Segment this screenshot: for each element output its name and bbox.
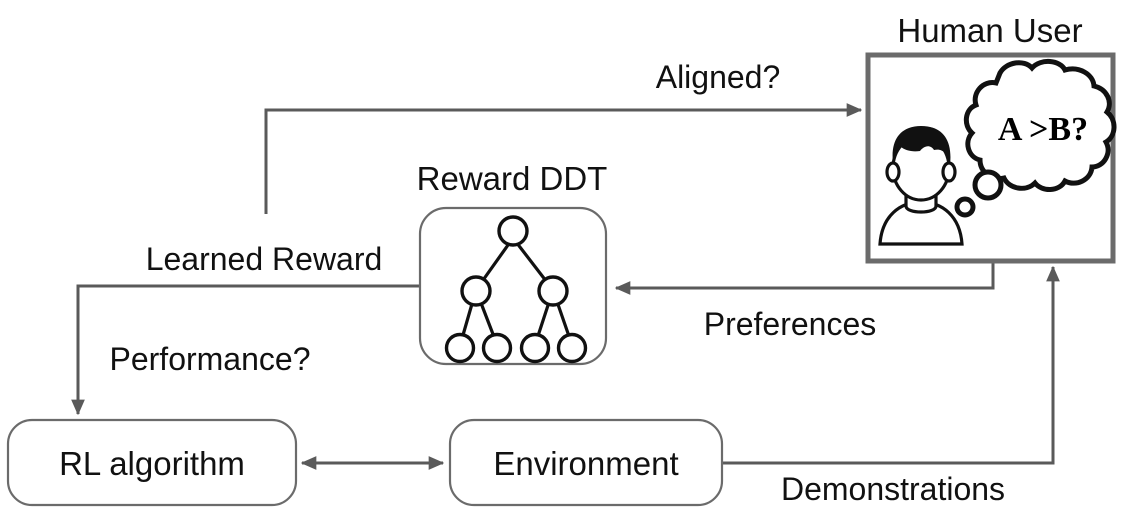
learned-reward-path xyxy=(71,284,420,416)
thought-bubble-icon: A >B? xyxy=(954,59,1117,218)
preferences-path xyxy=(614,263,995,295)
demonstrations-path xyxy=(722,265,1060,465)
thought-bubble-text: A >B? xyxy=(998,111,1088,148)
root-node-icon xyxy=(497,215,529,247)
leaf-node-2-icon xyxy=(481,332,513,364)
environment-node[interactable]: Environment xyxy=(448,418,724,507)
person-avatar-icon xyxy=(878,126,964,246)
demonstrations-edge xyxy=(722,265,1060,465)
performance-edge-label: Performance? xyxy=(110,341,311,377)
avatar-right-ear xyxy=(941,161,957,183)
left-internal-node-icon xyxy=(460,275,492,307)
aligned-path xyxy=(264,103,863,214)
bubble-small-2 xyxy=(954,196,976,218)
bubble-cloud xyxy=(963,59,1117,192)
leaf-node-3-icon xyxy=(519,332,551,364)
right-internal-node-icon xyxy=(537,275,569,307)
reward-ddt-node[interactable]: Reward DDT xyxy=(417,160,608,366)
preferences-edge xyxy=(614,263,995,295)
rl-algorithm-box[interactable] xyxy=(6,418,298,507)
human-user-title: Human User xyxy=(897,12,1082,49)
learned-reward-edge-label: Learned Reward xyxy=(146,241,383,277)
human-user-node[interactable]: Human User A >B? xyxy=(865,12,1117,264)
environment-box[interactable] xyxy=(448,418,724,507)
environment-label: Environment xyxy=(493,445,678,482)
preferences-edge-label: Preferences xyxy=(704,306,877,342)
rl-algorithm-label: RL algorithm xyxy=(59,445,245,482)
leaf-node-4-icon xyxy=(556,332,588,364)
avatar-left-ear xyxy=(885,161,901,183)
aligned-edge-label: Aligned? xyxy=(656,59,781,95)
reward-ddt-title: Reward DDT xyxy=(417,160,608,197)
avatar-hair xyxy=(892,126,951,165)
bubble-small-1 xyxy=(972,169,1004,201)
decision-tree-graphic xyxy=(444,215,588,364)
leaf-node-1-icon xyxy=(444,332,476,364)
demonstrations-edge-label: Demonstrations xyxy=(781,471,1005,507)
aligned-edge xyxy=(264,103,863,214)
rl-algorithm-node[interactable]: RL algorithm xyxy=(6,418,298,507)
learned-reward-edge xyxy=(71,284,420,416)
